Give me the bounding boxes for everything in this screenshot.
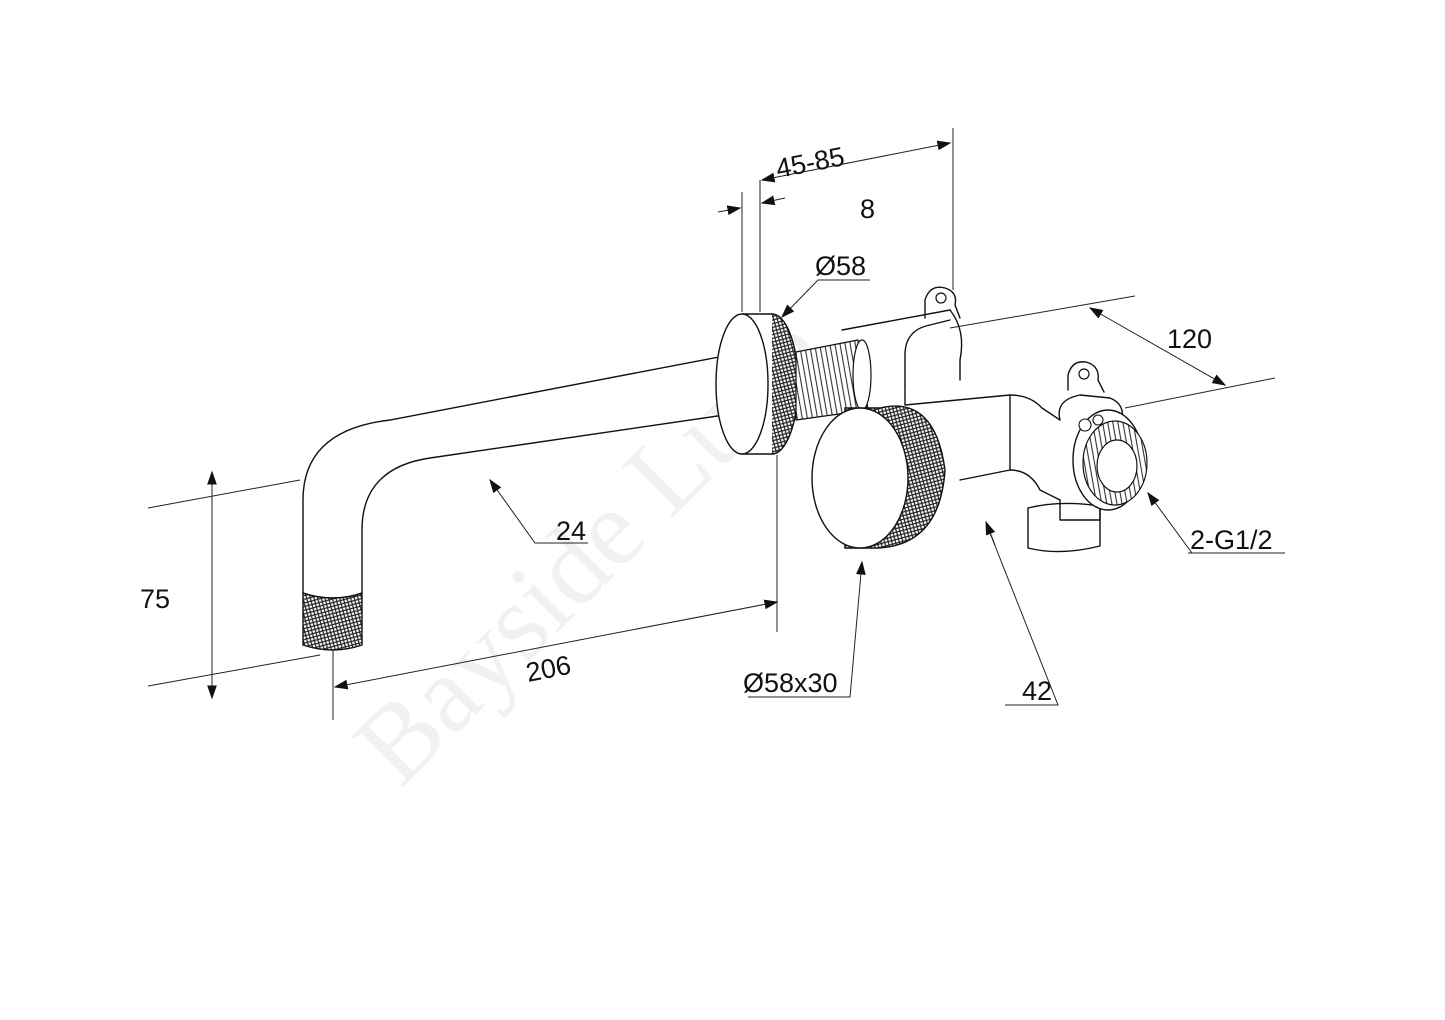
wall-rosette	[715, 313, 799, 455]
dimension-lines	[147, 128, 1285, 720]
dim-45-85: 45-85	[773, 141, 847, 184]
dim-42: 42	[1022, 676, 1052, 706]
dim-thread: 2-G1/2	[1190, 525, 1273, 555]
dim-8: 8	[860, 194, 875, 224]
dim-120: 120	[1167, 324, 1212, 354]
knurled-handle	[811, 405, 946, 549]
dim-24: 24	[556, 516, 586, 546]
dim-dia58: Ø58	[815, 251, 866, 281]
mixer-body	[841, 286, 1148, 553]
dim-75: 75	[140, 584, 170, 614]
dim-dia58x30: Ø58x30	[743, 668, 838, 698]
